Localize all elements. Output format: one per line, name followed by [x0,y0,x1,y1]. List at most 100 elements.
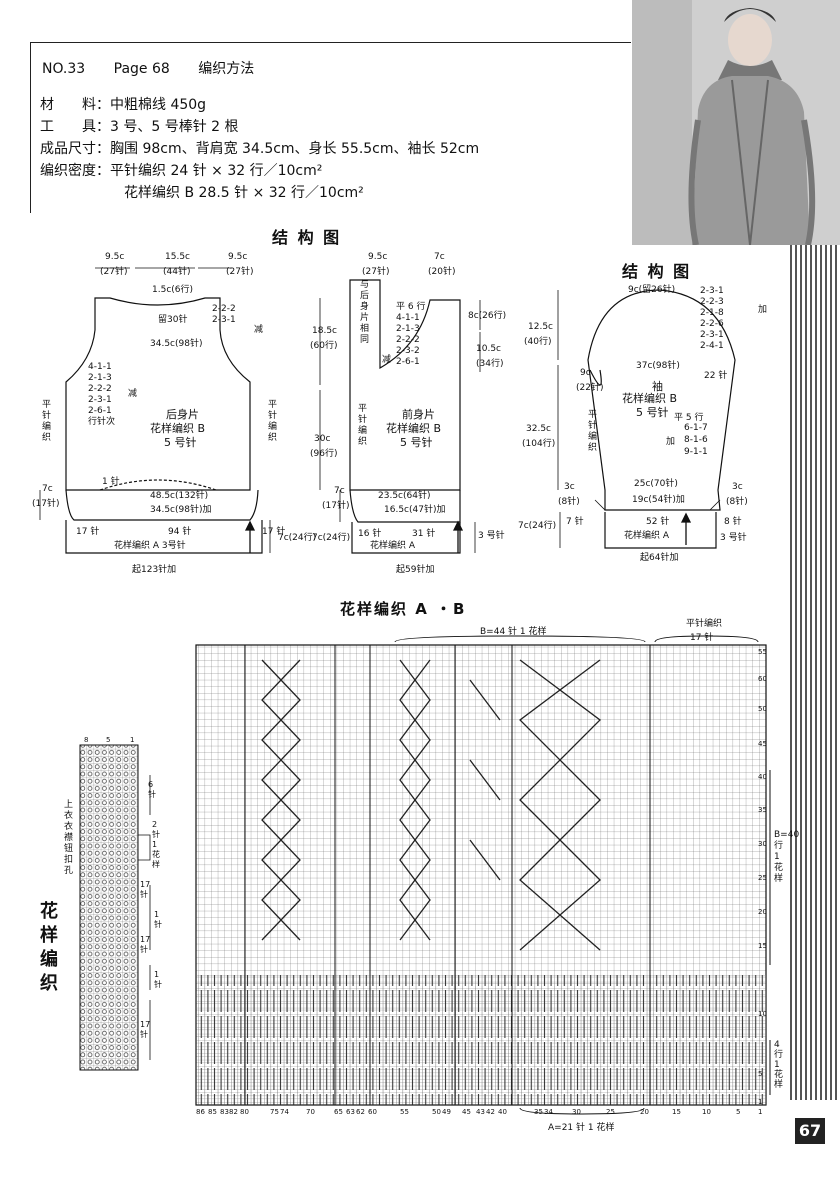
row-tick: 60 [758,675,767,683]
sleeve-inc-word: 加 [758,305,768,315]
model-illustration [632,0,840,245]
small-col-tick: 5 [106,736,111,744]
back-rib-h: 7c [42,484,53,494]
chart-a-repeat: A=21 针 1 花样 [548,1123,615,1133]
back-needle: 5 号针 [164,436,197,449]
sleeve-w19: 19c(54针)加 [632,495,685,505]
chart-b-repeat: B=44 针 1 花样 [480,627,547,637]
col-ticks: 86 85 83 82 80 75 74 70 65 63 62 60 55 5… [196,1108,766,1118]
front-h7: 7c(24行) [312,533,351,543]
front-rib-hs: (17针) [322,501,350,511]
sleeve-pattern: 花样编织 B [622,392,678,405]
col-tick: 43 [476,1108,485,1116]
sleeve-name: 袖 [652,380,663,393]
col-tick: 50 [432,1108,441,1116]
front-side: 平针编织 [358,404,368,447]
front-h8: 8c(26行) [468,311,507,321]
sleeve-n22: 22 针 [704,371,728,381]
method-title: 编织方法 [198,61,255,77]
small-chart-cols: 8 5 1 [82,736,140,745]
back-start: 起123针加 [132,565,177,575]
row-tick: 5 [758,1070,763,1078]
a-repeat-bracket [519,1107,645,1115]
back-rib-hs: (17针) [32,499,60,509]
sleeve-ribname: 花样编织 A [624,531,670,541]
back-side-left: 平针编织 [42,400,52,443]
back-one: 1 针 [102,477,120,487]
spec-gauge-b: 花样编织 B 28.5 针 × 32 行／10cm² [124,185,364,201]
back-arm-word: 减 [128,389,138,399]
row-tick: 10 [758,1010,767,1018]
chart-n17: 17 针 [690,633,714,643]
front-dec-word: 减 [382,355,392,365]
back-h7: 7c(24行) [278,533,317,543]
sleeve-w37: 37c(98针) [636,361,680,371]
back-n94: 94 针 [168,527,192,537]
front-n16: 16 针 [358,529,382,539]
front-n31: 31 针 [412,529,436,539]
sleeve-inc2: 6-1-7 8-1-6 9-1-1 [684,423,708,457]
chart-column-dividers [244,645,651,1105]
col-tick: 25 [606,1108,615,1116]
back-w2: 15.5c [165,252,190,262]
back-bottom2: 34.5c(98针)加 [150,505,212,515]
col-tick: 70 [306,1108,315,1116]
back-neck: 1.5c(6行) [152,285,194,295]
sleeve-flat: 平 5 行 [674,413,704,423]
sleeve-side: 平针编织 [588,410,598,453]
col-tick: 85 [208,1108,217,1116]
row-tick: 1 [758,1098,763,1106]
cable-strokes [261,659,601,951]
small-n6: 6 针 [148,780,156,799]
structure-title-sleeve: 结 构 图 [622,262,692,281]
spec-gauge: 编织密度：平针编织 24 针 × 32 行／10cm² [40,163,323,179]
front-w2: 7c [434,252,445,262]
front-b1: 23.5c(64针) [378,491,431,501]
spec-tools: 工 具：3 号、5 号棒针 2 根 [40,119,239,135]
back-dec-word: 减 [254,325,264,335]
back-n17l: 17 针 [76,527,100,537]
sleeve-n52: 52 针 [646,517,670,527]
back-w3s: (27针) [226,267,254,277]
back-w1: 9.5c [105,252,125,262]
back-name: 后身片 [166,408,199,421]
small-n1a: 1 针 [154,910,162,929]
sleeve-c3ls: (8针) [558,497,580,507]
row-tick: 50 [758,705,767,713]
col-tick: 30 [572,1108,581,1116]
front-h185: 18.5c [312,326,337,336]
sleeve-w25: 25c(70针) [634,479,678,489]
col-tick: 75 [270,1108,279,1116]
front-dec: 平 6 行 4-1-1 2-1-3 2-2-2 2-3-2 2-6-1 [396,302,426,367]
row-tick: 55 [758,648,767,656]
back-dec-top: 2-2-2 2-3-1 [212,304,236,325]
sleeve-start: 起64针加 [640,553,679,563]
sleeve-n7: 7 针 [566,517,584,527]
front-start: 起59针加 [396,565,435,575]
front-h30s: (96行) [310,449,338,459]
small-n17b: 17 针 [140,935,151,954]
sleeve-c3l: 3c [564,482,575,492]
small-repeat: 2 针 1 花样 [152,820,160,869]
spec-materials: 材 料：中粗棉线 450g [40,97,207,113]
sleeve-n8: 8 针 [724,517,742,527]
back-w2s: (44针) [163,267,191,277]
col-tick: 45 [462,1108,471,1116]
header-frame [30,42,631,213]
back-w3: 9.5c [228,252,248,262]
sleeve-h325s: (104行) [522,439,556,449]
back-w1s: (27针) [100,267,128,277]
back-arm-dec: 4-1-1 2-1-3 2-2-2 2-3-1 2-6-1 行针次 [88,362,116,427]
b-repeat-bracket [394,635,646,643]
sleeve-needle: 5 号针 [636,406,669,419]
front-pattern: 花样编织 B [386,422,442,435]
front-name: 前身片 [402,408,435,421]
chart-title: 花样编织 A ・B [340,600,467,618]
col-tick: 1 [758,1108,763,1116]
front-needle3: 3 号针 [478,531,505,541]
back-side-right: 平针编织 [268,400,278,443]
col-tick: 83 [220,1108,229,1116]
col-tick: 62 [356,1108,365,1116]
col-tick: 74 [280,1108,289,1116]
